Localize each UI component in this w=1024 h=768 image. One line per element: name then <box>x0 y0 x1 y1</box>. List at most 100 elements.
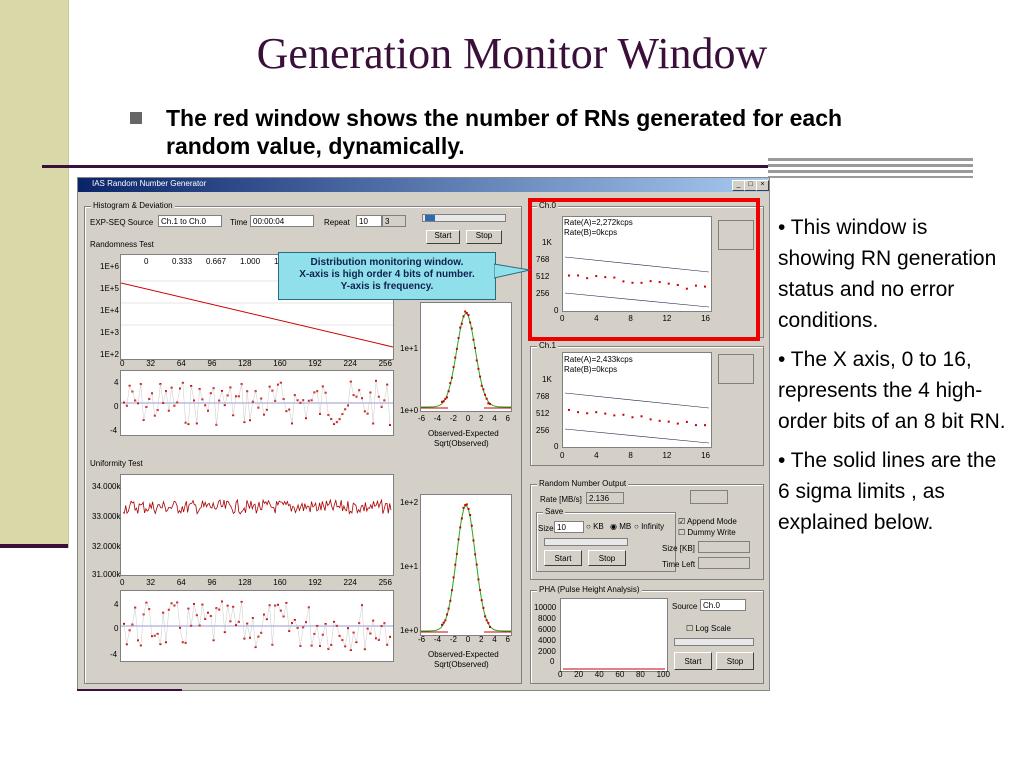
ch0-svg <box>564 256 710 308</box>
gaussian-point <box>472 338 475 341</box>
ch0-y-2: 512 <box>536 272 550 281</box>
u-side-x-axis: -6 -4 -2 0 2 4 6 <box>418 635 510 644</box>
gaussian-point <box>474 346 477 349</box>
ch1-svg <box>564 392 710 444</box>
ch0-indicator <box>718 220 754 250</box>
rate-indicator <box>690 490 728 504</box>
bin-count-point <box>577 274 580 277</box>
usx-2: -2 <box>449 635 457 644</box>
deviation-point <box>389 635 391 638</box>
size-input[interactable]: 10 <box>554 521 584 533</box>
radio-infinity[interactable]: ○ Infinity <box>634 522 665 531</box>
udev-tick-4: 4 <box>114 600 119 609</box>
bin-count-point <box>613 276 616 279</box>
left-accent-rule <box>0 544 68 548</box>
gaussian-point <box>489 625 491 628</box>
ch1-indicator <box>718 354 754 384</box>
dummy-checkbox[interactable]: ☐ Dummy Write <box>678 528 736 537</box>
px-2: 40 <box>594 670 604 679</box>
upper-sigma-line <box>564 256 710 273</box>
bin-count-point <box>658 281 661 284</box>
gaussian-point <box>450 589 453 592</box>
top-tick-0: 0 <box>144 257 149 266</box>
pha-stop-button[interactable]: Stop <box>716 652 754 670</box>
save-stop-button[interactable]: Stop <box>588 550 626 566</box>
append-checkbox[interactable]: ☑ Append Mode <box>678 517 737 526</box>
gaussian-point <box>441 623 443 626</box>
gaussian-point <box>449 382 452 385</box>
unif-y-3: 31.000k <box>92 570 121 579</box>
ux-4: 128 <box>238 578 252 587</box>
size-kb-label: Size [KB] <box>662 544 695 553</box>
side-caption-1: Observed-Expected <box>428 429 499 438</box>
usx-3: 0 <box>465 635 471 644</box>
gaussian-point <box>469 321 472 324</box>
gaussian-point <box>447 607 450 610</box>
px-0: 0 <box>558 670 563 679</box>
histogram-start-button[interactable]: Start <box>426 230 460 244</box>
gaussian-point <box>472 539 475 542</box>
time-select[interactable]: 00:00:04 <box>250 215 314 227</box>
deviation-point <box>324 622 327 625</box>
save-progress-bar <box>544 538 628 546</box>
top-tick-3: 1.000 <box>240 257 261 266</box>
log-scale-checkbox[interactable]: ☐ Log Scale <box>686 624 731 633</box>
u-side-caption-1: Observed-Expected <box>428 650 499 659</box>
uniformity-trace <box>122 498 392 515</box>
c1x-4: 16 <box>701 451 710 460</box>
u-side-y-2: 1e+2 <box>400 498 419 507</box>
bin-count-point <box>586 277 589 280</box>
usx-0: -6 <box>418 635 426 644</box>
gaussian-point <box>485 397 488 400</box>
gaussian-point <box>460 322 463 325</box>
sx-2: -2 <box>449 414 457 423</box>
pha-source-select[interactable]: Ch.0 <box>700 599 746 611</box>
top-tick-2: 0.667 <box>206 257 227 266</box>
radio-infinity-label: Infinity <box>641 522 665 531</box>
output-group: Random Number Output <box>530 479 764 580</box>
bin-count-point <box>622 413 625 416</box>
gaussian-point <box>454 356 457 359</box>
px-4: 80 <box>635 670 645 679</box>
deviation-point <box>123 401 125 404</box>
bin-count-point <box>640 415 643 418</box>
rand-y-1: 1E+5 <box>100 284 119 293</box>
gaussian-point <box>455 347 458 350</box>
gaussian-curve <box>421 312 511 408</box>
rand-y-4: 1E+2 <box>100 350 119 359</box>
repeat-count: 3 <box>382 215 406 227</box>
ch1-group: Ch.1 <box>530 341 764 466</box>
ch0-plot <box>562 216 712 312</box>
histogram-stop-button[interactable]: Stop <box>466 230 502 244</box>
ux-6: 192 <box>308 578 322 587</box>
app-window: IAS Random Number Generator _ □ × Histog… <box>77 177 770 691</box>
save-start-button[interactable]: Start <box>544 550 582 566</box>
repeat-label: Repeat <box>324 218 350 227</box>
rand-y-2: 1E+4 <box>100 306 119 315</box>
pha-start-button[interactable]: Start <box>674 652 712 670</box>
gaussian-point <box>470 327 473 330</box>
gaussian-point <box>445 396 448 399</box>
deviation-trace <box>123 380 391 426</box>
rand-x-2: 64 <box>176 359 186 368</box>
radio-kb[interactable]: ○ KB <box>586 522 604 531</box>
gaussian-point <box>467 507 470 510</box>
gaussian-point <box>457 538 460 541</box>
ch1-y-1: 768 <box>536 392 550 401</box>
gaussian-point <box>447 390 450 393</box>
rand-x-7: 224 <box>343 359 357 368</box>
deviation-point <box>240 383 243 386</box>
close-button[interactable]: × <box>756 180 769 191</box>
ux-3: 96 <box>207 578 217 587</box>
window-titlebar[interactable]: IAS Random Number Generator _ □ × <box>78 178 769 192</box>
bin-count-point <box>685 287 688 290</box>
source-select[interactable]: Ch.1 to Ch.0 <box>158 215 222 227</box>
radio-mb[interactable]: ◉ MB <box>610 522 632 531</box>
bin-count-point <box>595 275 598 278</box>
histogram-group-label: Histogram & Deviation <box>91 201 175 210</box>
repeat-input[interactable]: 10 <box>356 215 382 227</box>
gaussian-point <box>474 553 477 556</box>
bin-count-point <box>613 414 616 417</box>
gaussian-point <box>460 517 463 520</box>
gaussian-point <box>480 599 483 602</box>
